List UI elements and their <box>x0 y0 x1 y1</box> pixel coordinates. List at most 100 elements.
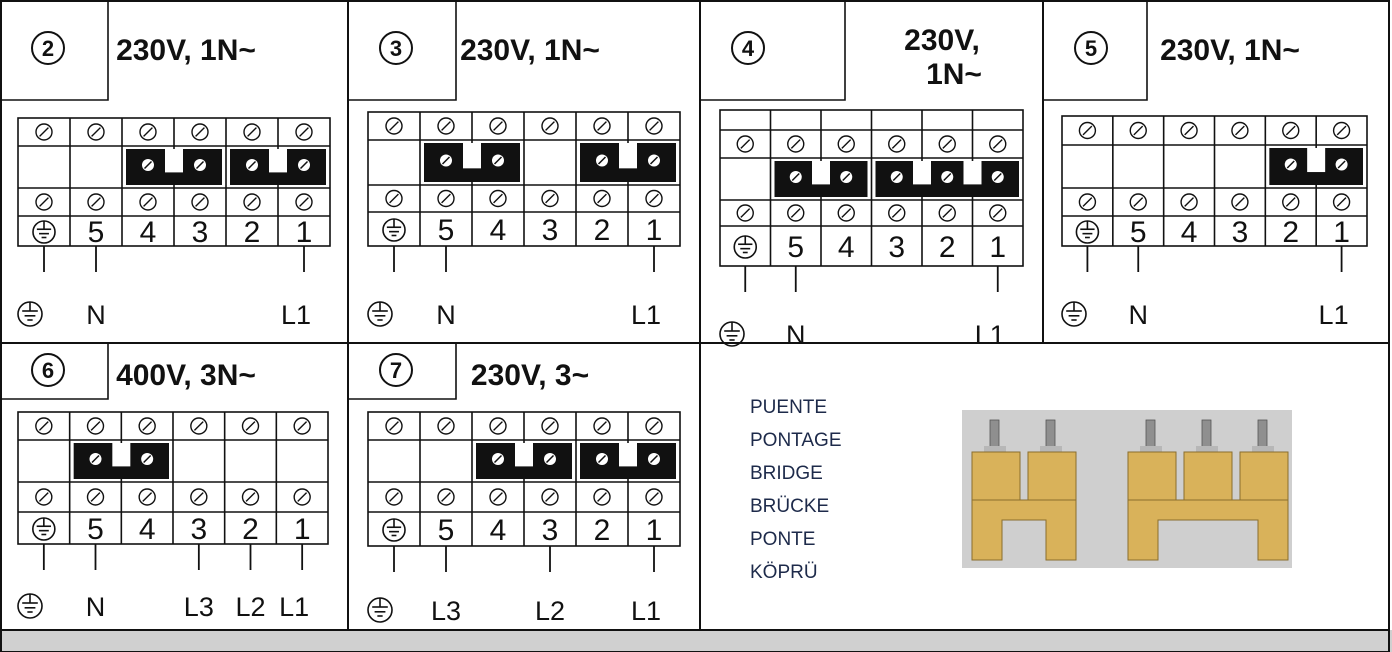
screw-icon <box>138 417 156 435</box>
screw-icon <box>736 204 754 222</box>
bridge-part-head <box>1027 451 1077 505</box>
terminal-bridge-photo <box>962 410 1292 568</box>
screw-slot <box>245 492 256 502</box>
screw-icon <box>645 488 663 506</box>
panel-tab-box <box>700 0 846 101</box>
wire-label: L2 <box>235 592 265 622</box>
terminal-number: 2 <box>1282 216 1299 249</box>
screw-slot <box>1184 197 1194 207</box>
screw-slot <box>790 139 801 149</box>
terminal-number: 4 <box>139 513 156 546</box>
screw-icon <box>938 135 956 153</box>
screw-icon <box>190 488 208 506</box>
bridge-link <box>424 143 520 182</box>
screw-icon <box>295 193 313 211</box>
bridge-screw-slot <box>1337 160 1346 169</box>
screw-icon <box>1282 121 1300 140</box>
bridge-screw-slot <box>299 160 309 170</box>
screw-slot <box>790 208 801 218</box>
screw-slot <box>441 193 451 204</box>
screw-slot <box>992 139 1003 149</box>
screw-icon <box>1180 121 1198 140</box>
screw-icon <box>385 189 403 208</box>
panel-number: 7 <box>390 358 402 383</box>
terminal-number: 5 <box>438 514 455 547</box>
bridge-part-comb <box>1127 499 1289 561</box>
screw-icon <box>787 204 805 222</box>
screw-icon <box>989 135 1007 153</box>
screw-icon <box>35 193 53 211</box>
bridge-notch <box>913 161 931 185</box>
screw-icon <box>86 417 105 435</box>
screw-slot <box>299 197 309 207</box>
screw-slot <box>649 492 659 502</box>
panel-tab-box <box>348 0 457 101</box>
terminal-number: 2 <box>939 231 956 264</box>
screw-icon <box>645 117 663 135</box>
bridge-notch <box>269 149 287 173</box>
screw-slot <box>91 197 101 207</box>
screw-slot <box>1184 125 1194 136</box>
screw-slot <box>942 139 953 149</box>
bridge-link <box>875 161 1019 197</box>
panel-voltage: 230V, 1N~ <box>116 34 256 67</box>
screw-slot <box>297 421 308 431</box>
bridge-screw-slot <box>892 172 901 182</box>
screw-slot <box>389 193 399 204</box>
screw-icon <box>938 204 956 222</box>
screw-icon <box>989 204 1007 222</box>
screw-slot <box>193 492 204 502</box>
screw-slot <box>1082 197 1093 207</box>
bridge-screw-slot <box>597 156 607 165</box>
terminal-number: 5 <box>787 231 804 264</box>
screw-icon <box>645 189 663 208</box>
panel-number: 6 <box>42 358 54 383</box>
screw-slot <box>247 127 257 137</box>
screw-slot <box>649 193 659 204</box>
panel-number-circle <box>31 31 65 65</box>
screw-icon <box>190 417 208 435</box>
screw-icon <box>437 117 455 135</box>
screw-slot <box>1235 125 1245 136</box>
screw-icon <box>1078 193 1097 211</box>
screw-slot <box>389 121 399 131</box>
screw-slot <box>891 139 902 149</box>
terminal-number: 1 <box>646 214 663 247</box>
screw-slot <box>493 193 503 204</box>
screw-slot <box>441 421 451 431</box>
terminal-number: 3 <box>888 231 905 264</box>
bridge-part-washer <box>984 446 1006 454</box>
terminal-number: 4 <box>490 214 507 247</box>
bridge-screw-slot <box>493 454 503 464</box>
bridge-word-puente: PUENTE <box>750 397 827 418</box>
bridge-link <box>580 143 676 182</box>
wire-label: L1 <box>631 300 661 330</box>
bridge-part-washer <box>1140 446 1162 454</box>
screw-icon <box>293 417 311 435</box>
screw-icon <box>35 417 53 435</box>
panel-number-circle <box>731 31 765 65</box>
screw-icon <box>541 417 559 435</box>
bridge-notch <box>515 443 533 467</box>
bridge-part-head <box>1127 451 1177 505</box>
screw-icon <box>1129 193 1147 211</box>
panel-number-circle <box>1074 31 1108 65</box>
screw-icon <box>385 117 403 135</box>
screw-icon <box>593 117 611 135</box>
screw-icon <box>1129 121 1147 140</box>
screw-icon <box>837 135 855 153</box>
screw-icon <box>385 488 403 506</box>
screw-icon <box>437 488 455 506</box>
screw-icon <box>489 417 507 435</box>
screw-slot <box>841 208 852 218</box>
screw-slot <box>39 197 49 207</box>
terminal-number: 3 <box>542 214 559 247</box>
screw-icon <box>541 189 559 208</box>
screw-icon <box>593 189 611 208</box>
bridge-word-ponte: PONTE <box>750 529 815 550</box>
